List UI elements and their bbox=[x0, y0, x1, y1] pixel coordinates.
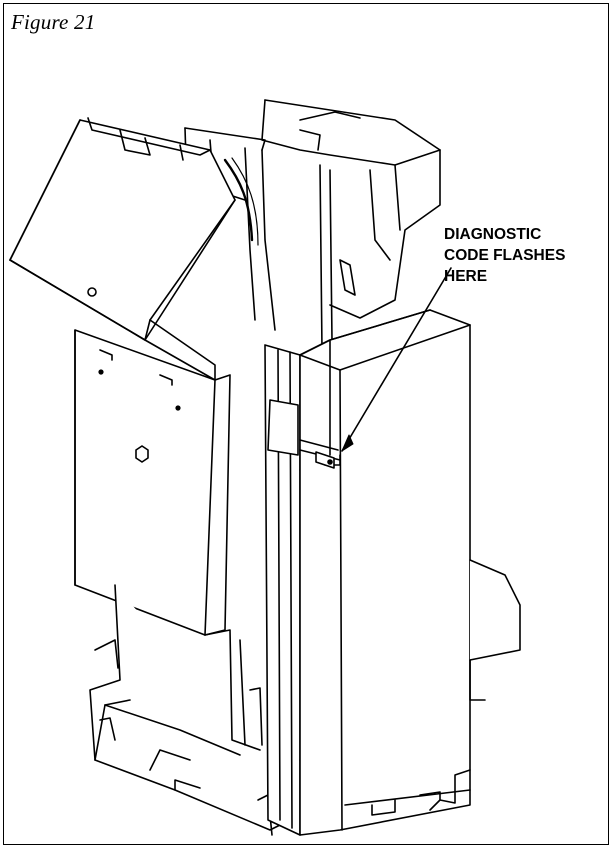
callout-line-1: DIAGNOSTIC bbox=[444, 226, 542, 243]
callout-line-3: HERE bbox=[444, 268, 488, 285]
side-tray bbox=[469, 559, 521, 701]
callout-line-2: CODE FLASHES bbox=[444, 247, 566, 264]
center-track bbox=[264, 344, 307, 836]
left-body-panel bbox=[74, 329, 231, 636]
hopper-lid bbox=[9, 117, 236, 381]
callout-arrow bbox=[341, 267, 452, 452]
rear-upper-housing bbox=[184, 99, 441, 351]
diagnostic-callout-label: DIAGNOSTIC CODE FLASHES HERE bbox=[444, 224, 565, 287]
figure-title: Figure 21 bbox=[11, 10, 96, 34]
validator-module bbox=[299, 309, 471, 836]
led-indicator-icon bbox=[315, 451, 335, 469]
